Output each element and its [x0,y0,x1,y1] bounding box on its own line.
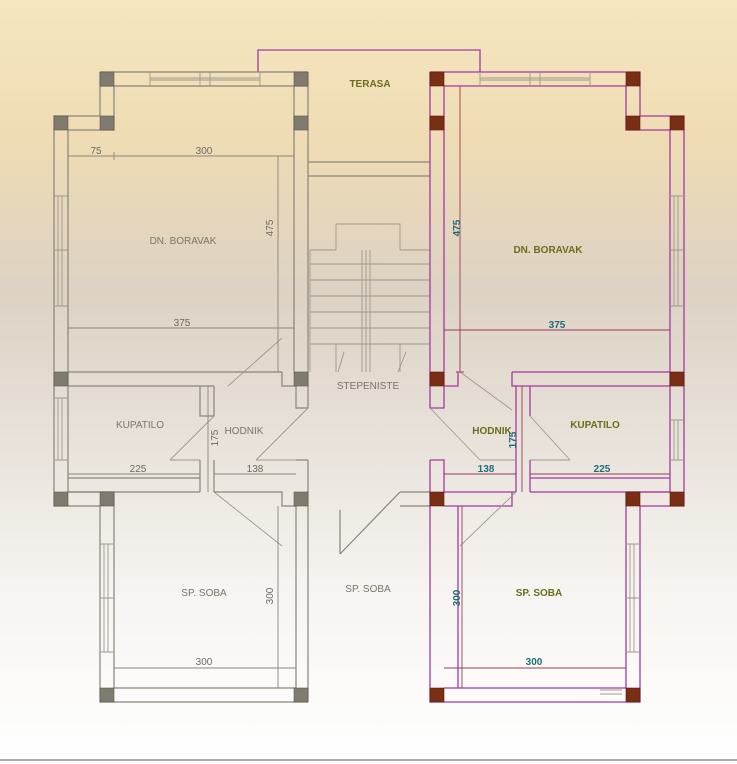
column [99,71,115,87]
dim-r-living-height: 475 [452,219,463,236]
label-right-bath: KUPATILO [570,420,620,431]
left-side-window-1 [54,195,68,307]
left-bath-wall [199,386,215,492]
center-door [339,491,430,555]
dim-l-living-height: 475 [265,219,276,236]
columns-right [429,71,685,703]
label-center-bedroom: SP. SOBA [345,584,391,595]
dim-r-hall-width: 138 [478,464,495,475]
dimension-lines [67,86,670,688]
dim-l-bath-width: 225 [130,464,147,475]
stairs-rail [361,250,371,372]
column [429,371,445,387]
column [293,687,309,703]
left-door-swings [169,337,309,547]
terrace-parapet [257,49,481,72]
right-outer-wall [429,71,685,703]
column [669,115,685,131]
left-bath-bottom-wall [68,477,200,493]
l-living-height-line [274,155,282,372]
right-side-window-1 [670,195,684,307]
dim-l-bed-width: 300 [196,657,213,668]
left-outer-wall [53,72,308,703]
left-top-wall [100,71,308,87]
label-left-living: DN. BORAVAK [150,236,217,247]
stairs-arrows [337,351,407,373]
left-unit-walls [53,71,309,703]
label-right-hall: HODNIK [472,426,512,437]
right-bottom-marks [600,689,622,695]
dim-r-bed-height: 300 [452,589,463,606]
right-living-partition [444,371,670,387]
right-inner-wall [444,85,671,689]
right-side-window-2 [670,419,684,461]
column [99,687,115,703]
column [53,371,69,387]
dim-l-bed-height: 300 [265,587,276,604]
column [429,491,445,507]
label-left-hall: HODNIK [225,426,264,437]
left-spine-wall [281,72,309,409]
label-terasa: TERASA [349,79,390,90]
left-side-window-3 [100,543,114,653]
stairs-sides [309,250,401,372]
column [429,71,445,87]
label-right-bedroom: SP. SOBA [516,588,563,599]
label-right-living: DN. BORAVAK [513,245,583,256]
stairwell [308,161,430,555]
stairs-top-wall [308,161,430,177]
label-left-bedroom: SP. SOBA [181,588,227,599]
dim-l-hall-height: 175 [210,429,221,446]
column [53,491,69,507]
column [625,687,641,703]
terrace-outline [257,49,481,72]
dim-l-top-a: 75 [90,146,102,157]
column [625,491,641,507]
dim-l-hall-width: 138 [247,464,264,475]
column [293,115,309,131]
column [429,687,445,703]
right-door-swings [429,334,571,547]
label-stairs: STEPENISTE [337,381,400,392]
dim-l-top-b: 300 [196,146,213,157]
dim-r-bed-width: 300 [526,657,543,668]
column [429,115,445,131]
right-hall-wall [430,459,516,688]
columns-left [53,71,309,703]
column [293,371,309,387]
left-side-window-2 [54,397,68,461]
column [625,71,641,87]
left-top-window [149,72,261,86]
right-side-window-3 [626,543,640,653]
dim-l-living-width: 375 [174,318,191,329]
l-top-dim-line [67,152,295,160]
left-living-partition [68,371,282,387]
right-top-window [479,72,591,86]
column [53,115,69,131]
stairs-landing [310,223,430,251]
column [669,371,685,387]
dim-r-hall-height: 175 [508,431,519,448]
right-spine-wall [429,72,445,409]
column [669,491,685,507]
right-unit-walls [429,71,685,703]
label-left-bath: KUPATILO [116,420,164,431]
column [293,71,309,87]
right-bath-bottom-wall [530,477,670,493]
column [625,115,641,131]
dim-r-bath-width: 225 [594,464,611,475]
column [293,491,309,507]
r-living-height-line [456,86,464,373]
column [99,491,115,507]
column [99,115,115,131]
dim-r-living-width: 375 [549,320,566,331]
